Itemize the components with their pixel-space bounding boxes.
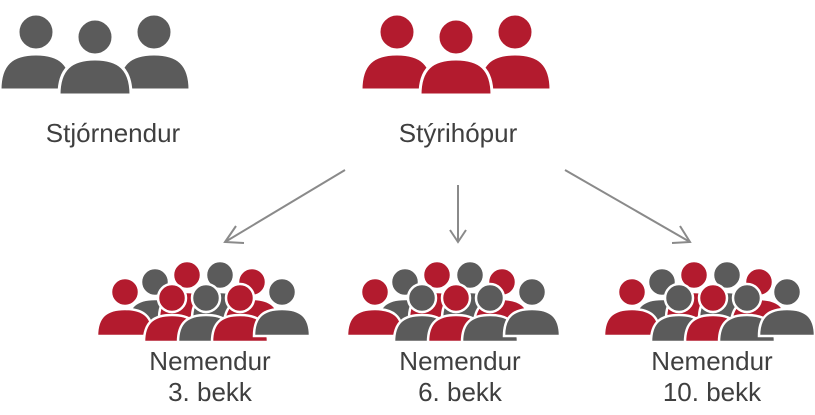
student-label-bekk10: Nemendur 10. bekk [612, 346, 812, 408]
group-label-styrihopur: Stýrihópur [398, 118, 518, 148]
group-label-stjornendur: Stjórnendur [45, 118, 181, 148]
student-label-grade: 10. bekk [662, 377, 762, 407]
student-crowd-icon [95, 259, 312, 344]
student-label-line: Nemendur [399, 346, 521, 376]
student-label-line: Nemendur [149, 346, 271, 376]
student-crowd-icon [602, 259, 815, 344]
arrow-to-bekk6 [449, 185, 467, 244]
people-group-icon [359, 12, 553, 97]
student-label-bekk3: Nemendur 3. bekk [110, 346, 310, 408]
arrow-to-bekk3 [223, 169, 346, 244]
student-label-grade: 3. bekk [168, 377, 252, 407]
arrow-to-bekk10 [564, 169, 692, 244]
student-label-bekk6: Nemendur 6. bekk [360, 346, 560, 408]
people-group-icon [0, 12, 192, 97]
student-crowd-icon [345, 259, 562, 344]
student-label-grade: 6. bekk [418, 377, 502, 407]
student-label-line: Nemendur [651, 346, 773, 376]
